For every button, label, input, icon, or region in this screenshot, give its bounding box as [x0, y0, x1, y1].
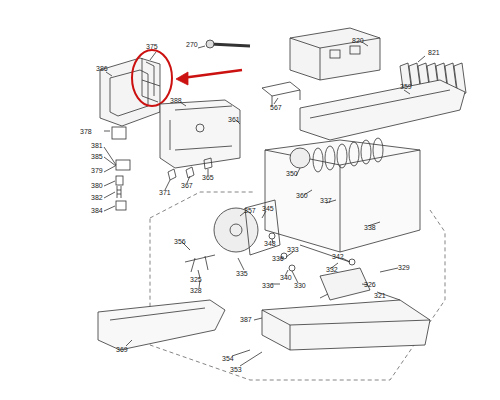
- callout-number: 375: [146, 43, 158, 51]
- callout-number: 338: [364, 224, 376, 232]
- callout-number: 325: [190, 276, 202, 284]
- callout-number: 345: [262, 205, 274, 213]
- callout-number: 821: [428, 49, 440, 57]
- callout-number: 321: [374, 292, 386, 300]
- callout-number: 336: [262, 282, 274, 290]
- callout-number: 385: [91, 153, 103, 161]
- callout-number: 380: [91, 182, 103, 190]
- callout-number: 333: [287, 246, 299, 254]
- callout-number: 348: [264, 240, 276, 248]
- callout-number: 326: [364, 281, 376, 289]
- callout-number: 361: [228, 116, 240, 124]
- callout-number: 340: [280, 274, 292, 282]
- callout-number: 350: [286, 170, 298, 178]
- callout-number: 381: [91, 142, 103, 150]
- callout-number: 359: [400, 83, 412, 91]
- callout-number: 367: [181, 182, 193, 190]
- callout-number: 336: [272, 255, 284, 263]
- callout-number: 369: [116, 346, 128, 354]
- callout-number: 332: [326, 266, 338, 274]
- callout-number: 329: [398, 264, 410, 272]
- callout-number: 342: [332, 253, 344, 261]
- callout-number: 353: [230, 366, 242, 374]
- callout-number: 371: [159, 189, 171, 197]
- callout-number: 354: [222, 355, 234, 363]
- callout-number: 330: [294, 282, 306, 290]
- callout-number: 820: [352, 37, 364, 45]
- callout-number: 379: [91, 167, 103, 175]
- callout-number: 335: [236, 270, 248, 278]
- callout-number: 360: [296, 192, 308, 200]
- callout-number: 328: [190, 287, 202, 295]
- callout-number: 386: [96, 65, 108, 73]
- callout-number: 365: [202, 174, 214, 182]
- callout-number: 388: [170, 97, 182, 105]
- callout-number: 387: [240, 316, 252, 324]
- callout-number: 357: [244, 207, 256, 215]
- callout-number: 337: [320, 197, 332, 205]
- callout-number: 356: [174, 238, 186, 246]
- callout-number: 384: [91, 207, 103, 215]
- callout-number: 270: [186, 41, 198, 49]
- callout-number: 382: [91, 194, 103, 202]
- callout-number: 378: [80, 128, 92, 136]
- callout-number: 567: [270, 104, 282, 112]
